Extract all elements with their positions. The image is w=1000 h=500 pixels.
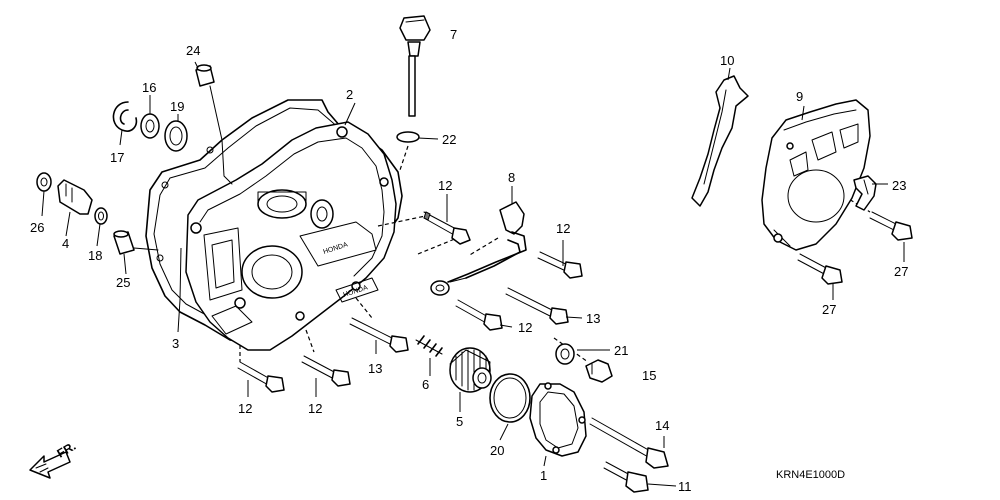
label-part-1: 1	[540, 468, 547, 483]
label-part-5: 5	[456, 414, 463, 429]
label-part-18: 18	[88, 248, 102, 263]
sealing-washer	[555, 343, 575, 365]
label-part-12-upper: 12	[438, 178, 452, 193]
label-part-2: 2	[346, 87, 353, 102]
left-crankcase-cover: HONDA HONDA	[185, 121, 397, 351]
label-part-12-middle: 12	[518, 320, 532, 335]
drain-plug	[585, 359, 613, 383]
label-part-17: 17	[110, 150, 124, 165]
label-part-8: 8	[508, 170, 515, 185]
label-part-10: 10	[720, 53, 734, 68]
washer	[140, 113, 160, 139]
bolt-14	[589, 417, 669, 469]
bolt-12-middle	[455, 299, 503, 331]
label-part-15: 15	[642, 368, 656, 383]
oil-filter-element	[449, 347, 492, 393]
label-part-19: 19	[170, 99, 184, 114]
bolt-12-bottom-right	[301, 355, 351, 387]
label-part-23: 23	[892, 178, 906, 193]
dowel-pin-lower	[113, 230, 135, 255]
retaining-clip	[853, 175, 877, 211]
bolt-12-upper	[423, 211, 471, 245]
label-part-3: 3	[172, 336, 179, 351]
label-part-7: 7	[450, 27, 457, 42]
small-washer	[36, 172, 52, 192]
diagram-code: KRN4E1000D	[776, 469, 845, 481]
part-number-labels: 7 2 22 12 8 12 13 12 13 12 12 6 5 20 1 1…	[30, 27, 908, 494]
oil-filter-cover	[529, 382, 587, 457]
bolt-27-lower	[797, 253, 843, 285]
guide-plate	[691, 75, 749, 207]
filter-spring	[415, 335, 443, 357]
label-part-12-bottom-left: 12	[238, 401, 252, 416]
label-part-12-bottom-right: 12	[308, 401, 322, 416]
label-part-13-lower: 13	[368, 361, 382, 376]
label-part-6: 6	[422, 377, 429, 392]
label-part-14: 14	[655, 418, 669, 433]
dowel-pin-upper	[195, 64, 215, 87]
bolt-12-right	[537, 251, 583, 279]
label-part-21: 21	[614, 343, 628, 358]
label-part-12-right: 12	[556, 221, 570, 236]
label-part-25: 25	[116, 275, 130, 290]
o-ring-dipstick	[396, 131, 420, 143]
dowel-pin-lower-leader	[133, 247, 159, 251]
label-part-26: 26	[30, 220, 44, 235]
label-part-24: 24	[186, 43, 200, 58]
snap-ring	[112, 101, 138, 132]
cable-clamp	[430, 201, 527, 296]
sprocket-cover	[761, 99, 871, 251]
bolt-12-bottom-left	[237, 361, 285, 393]
label-part-27-right: 27	[894, 264, 908, 279]
label-part-13-upper: 13	[586, 311, 600, 326]
bolt-13-upper	[505, 287, 569, 325]
bolt-13-lower	[349, 317, 409, 353]
filter-cover-o-ring	[489, 373, 531, 423]
front-direction-arrow: FR.	[29, 439, 78, 479]
bolt-11	[603, 461, 649, 493]
small-o-ring	[94, 207, 108, 225]
oil-seal	[164, 120, 188, 152]
label-part-9: 9	[796, 89, 803, 104]
label-part-20: 20	[490, 443, 504, 458]
label-part-27-lower: 27	[822, 302, 836, 317]
bolt-27-right	[869, 211, 913, 241]
label-part-4: 4	[62, 236, 69, 251]
label-part-11: 11	[678, 479, 692, 494]
adjuster-bolt	[57, 179, 93, 215]
label-part-16: 16	[142, 80, 156, 95]
label-part-22: 22	[442, 132, 456, 147]
dowel-pin-leader	[209, 85, 233, 185]
oil-dipstick	[399, 15, 431, 117]
leader-lines	[41, 61, 905, 487]
